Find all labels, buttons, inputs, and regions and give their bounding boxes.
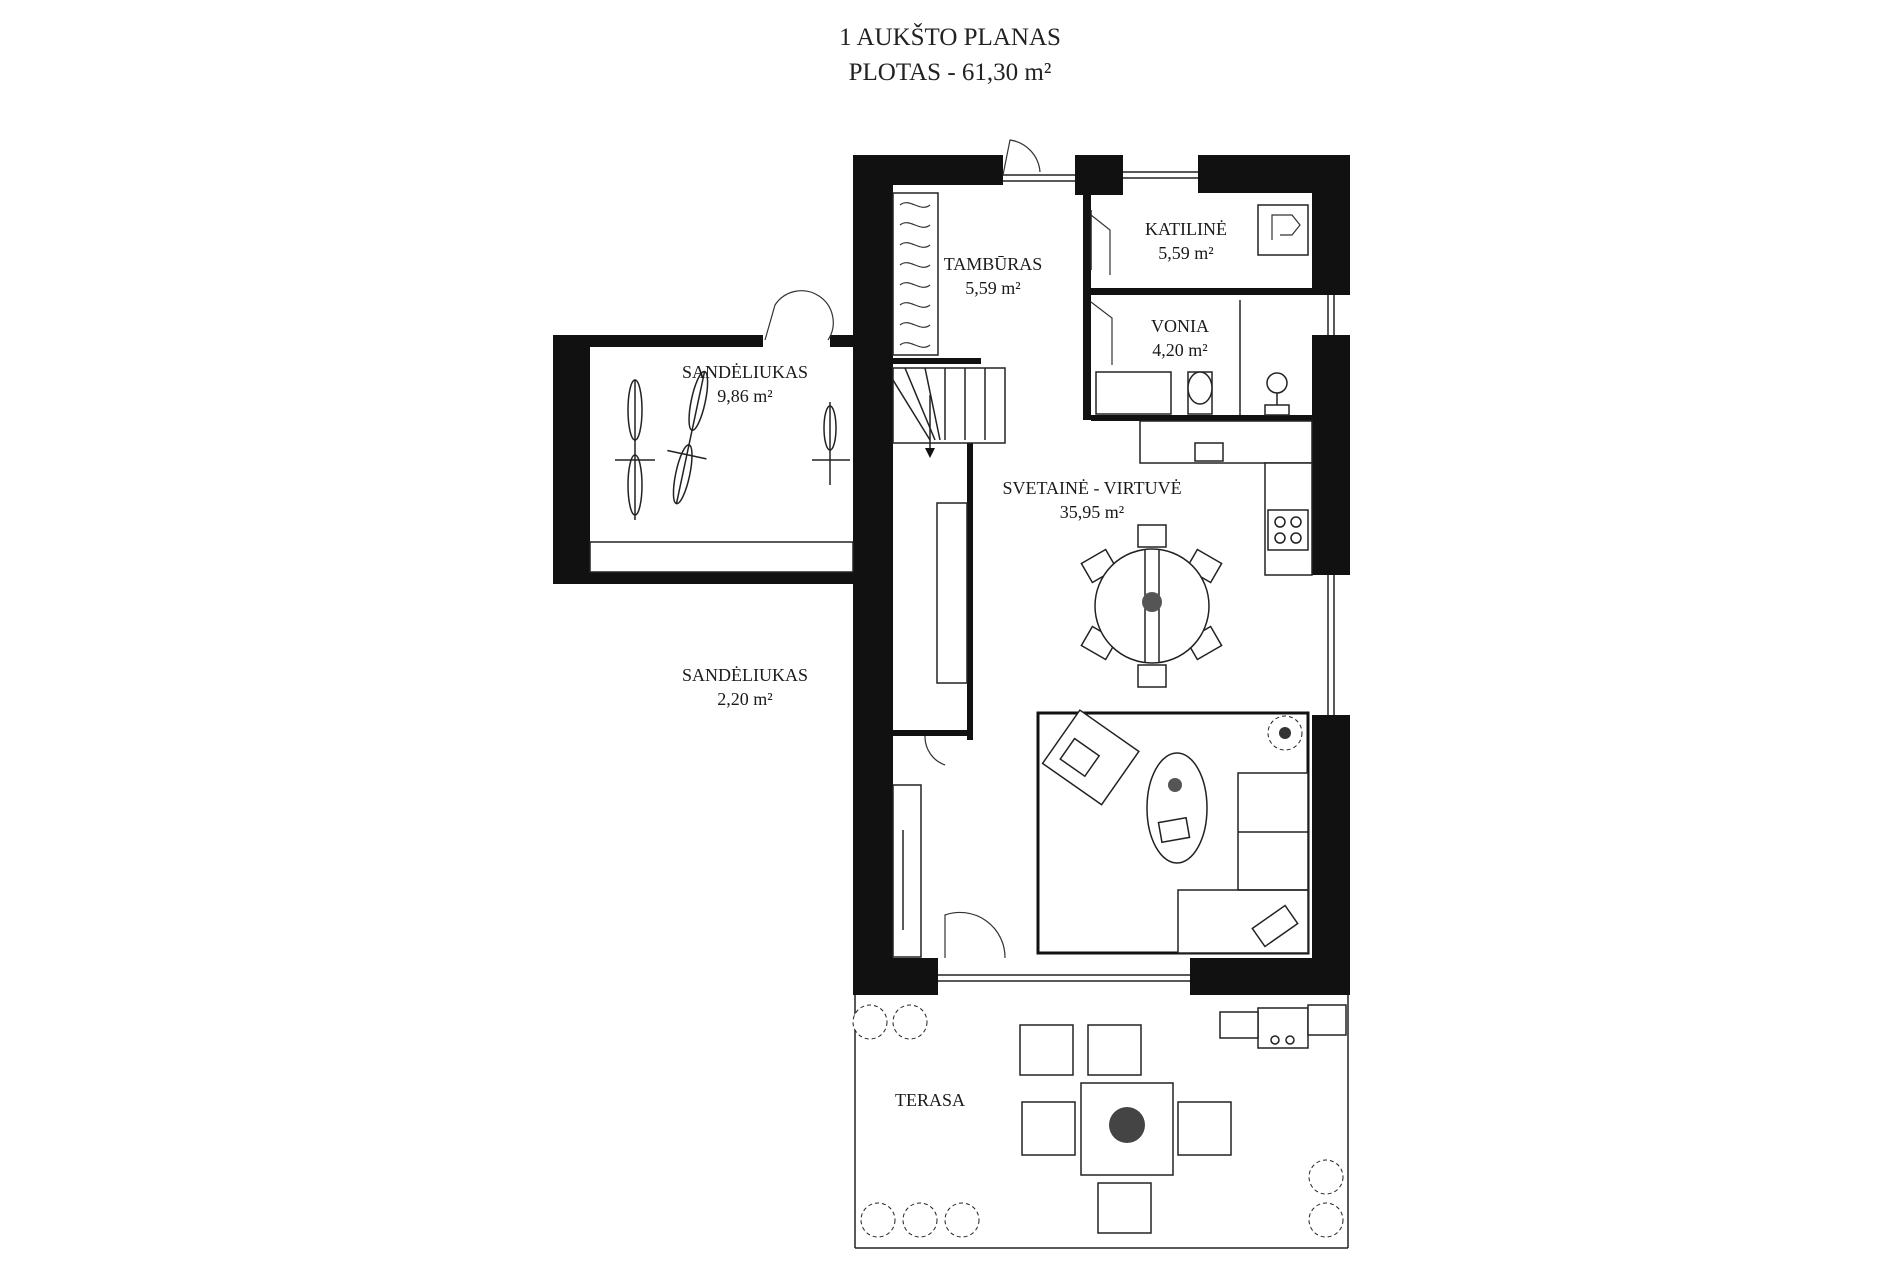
boiler-icon (1257, 204, 1309, 256)
bathroom-fixtures (1090, 300, 1241, 415)
kitchen-counter (1139, 420, 1313, 576)
svg-text:35,95 m²: 35,95 m² (1060, 502, 1124, 522)
svg-text:4,20 m²: 4,20 m² (1152, 340, 1207, 360)
bicycle-icon (615, 379, 655, 520)
armchair-icon (1041, 709, 1140, 806)
room-label-svetaine: SVETAINĖ - VIRTUVĖ 35,95 m² (1002, 478, 1181, 522)
stair-icon (892, 367, 1006, 458)
svg-text:TERASA: TERASA (895, 1090, 965, 1110)
storage-door (892, 735, 946, 958)
plant-icon (1267, 715, 1303, 751)
bicycle-icon (667, 370, 709, 505)
svg-text:SANDĖLIUKAS: SANDĖLIUKAS (682, 362, 808, 382)
room-label-terasa: TERASA (895, 1090, 965, 1110)
plant-icon (852, 1004, 1344, 1238)
coat-rack (892, 192, 939, 356)
entrance-door (1002, 139, 1041, 176)
exterior-walls (853, 155, 1350, 995)
room-label-tamburas: TAMBŪRAS 5,59 m² (944, 254, 1043, 298)
hall-cabinet (936, 502, 968, 684)
dining-table-icon (1080, 524, 1223, 688)
svg-text:KATILINĖ: KATILINĖ (1145, 219, 1227, 239)
svg-text:SANDĖLIUKAS: SANDĖLIUKAS (682, 665, 808, 685)
storage-annex-walls (553, 290, 854, 584)
interior-walls (893, 190, 1312, 740)
plan-title: 1 AUKŠTO PLANAS (839, 22, 1061, 51)
coffee-table (1146, 752, 1208, 864)
grill-icon (1219, 1004, 1347, 1049)
svg-text:SVETAINĖ - VIRTUVĖ: SVETAINĖ - VIRTUVĖ (1002, 478, 1181, 498)
svg-text:5,59 m²: 5,59 m² (1158, 243, 1213, 263)
svg-text:9,86 m²: 9,86 m² (717, 386, 772, 406)
room-label-sandeliukas-1: SANDĖLIUKAS 9,86 m² (682, 362, 808, 406)
room-label-vonia: VONIA 4,20 m² (1151, 316, 1209, 360)
bicycle-icon (812, 402, 850, 485)
terrace-dining-set (1019, 1024, 1232, 1234)
toilet-icon (1187, 371, 1213, 415)
sink-icon (1264, 372, 1290, 416)
room-label-sandeliukas-2: SANDĖLIUKAS 2,20 m² (682, 665, 808, 709)
terrace-door (944, 911, 1006, 959)
room-label-katiline: KATILINĖ 5,59 m² (1145, 219, 1227, 263)
sofa-icon (1177, 772, 1309, 954)
svg-text:VONIA: VONIA (1151, 316, 1209, 336)
svg-text:5,59 m²: 5,59 m² (965, 278, 1020, 298)
plan-area-total: PLOTAS - 61,30 m² (849, 59, 1052, 86)
terrace-outline (854, 995, 1349, 1249)
svg-text:TAMBŪRAS: TAMBŪRAS (944, 254, 1043, 274)
svg-text:2,20 m²: 2,20 m² (717, 689, 772, 709)
katiline-door (1090, 214, 1111, 275)
windows (938, 171, 1335, 982)
